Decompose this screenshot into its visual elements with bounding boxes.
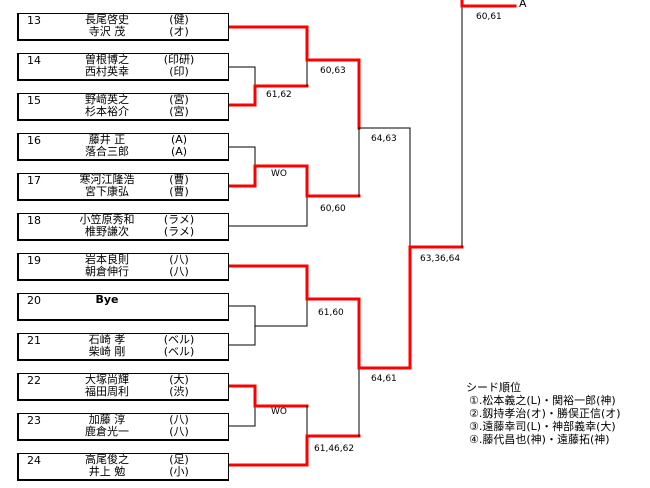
player-affiliation: (渋) (169, 385, 189, 398)
entry-box: 14 曽根博之 (印研) 西村英幸 (印) (17, 53, 229, 81)
player-affiliation: (八) (169, 425, 189, 438)
player-name: 西村英幸 (85, 65, 129, 78)
score-label: 64,61 (371, 374, 397, 384)
entry-box: 13 長尾啓史 (健) 寺沢 茂 (オ) (17, 13, 229, 41)
player-name: 鹿倉光一 (85, 425, 129, 438)
entry-number: 19 (27, 254, 41, 267)
score-label: 60,63 (320, 66, 346, 76)
player-affiliation: (足) (169, 453, 189, 466)
player-name: 高尾俊之 (85, 453, 129, 466)
entry-number: 17 (27, 174, 41, 187)
entry-number: 16 (27, 134, 41, 147)
player-name: 井上 勉 (88, 465, 126, 478)
score-label: 63,36,64 (420, 254, 461, 264)
entry-box: 22 大塚尚輝 (大) 福田周利 (渋) (17, 373, 229, 401)
player-name: Bye (95, 293, 119, 306)
seed-list: シード順位 ①.松本義之(L)・関裕一郎(神) ②.釼持孝治(オ)・勝俣正信(オ… (466, 381, 621, 446)
entry-box: 18 小笠原秀和 (ラメ) 椎野謙次 (ラメ) (17, 213, 229, 241)
player-name: 小笠原秀和 (79, 213, 135, 226)
score-label: 61,62 (266, 90, 292, 100)
player-name: 宮下康弘 (85, 185, 129, 198)
entry-number: 23 (27, 414, 41, 427)
player-name: 曽根博之 (85, 53, 129, 66)
seed-title: シード順位 (466, 381, 521, 394)
player-name: 野﨑英之 (85, 93, 129, 106)
player-affiliation: (ラメ) (163, 225, 195, 238)
entry-number: 18 (27, 214, 41, 227)
seed-item: ②.釼持孝治(オ)・勝俣正信(オ) (469, 407, 621, 420)
score-label: 61,60 (318, 308, 344, 318)
player-affiliation: (曹) (169, 173, 189, 186)
final-label: A (519, 0, 527, 10)
player-name: 長尾啓史 (85, 13, 129, 26)
player-affiliation: (ベル) (163, 333, 195, 346)
entry-box: 23 加藤 淳 (八) 鹿倉光一 (八) (17, 413, 229, 441)
score-label: 60,61 (476, 12, 502, 22)
seed-item: ①.松本義之(L)・関裕一郎(神) (469, 394, 616, 407)
entry-box: 17 寒河江隆浩 (曹) 宮下康弘 (曹) (17, 173, 229, 201)
player-affiliation: (A) (170, 145, 188, 158)
entry-number: 20 (27, 294, 41, 307)
entry-box: 15 野﨑英之 (宮) 杉本裕介 (宮) (17, 93, 229, 121)
seed-item: ③.遠藤幸司(L)・神部義幸(大) (469, 420, 616, 433)
player-name: 落合三郎 (85, 145, 129, 158)
player-affiliation: (印研) (163, 53, 195, 66)
entry-number: 15 (27, 94, 41, 107)
entry-number: 14 (27, 54, 41, 67)
player-name: 岩本良則 (85, 253, 129, 266)
player-name: 寺沢 茂 (88, 25, 126, 38)
player-name: 石崎 孝 (88, 333, 126, 346)
player-affiliation: (健) (169, 13, 189, 26)
player-affiliation: (ラメ) (163, 213, 195, 226)
score-label: 61,46,62 (314, 444, 355, 454)
player-name: 柴崎 剛 (88, 345, 126, 358)
player-affiliation: (ベル) (163, 345, 195, 358)
player-affiliation: (大) (169, 373, 189, 386)
entry-box: 20 Bye (17, 293, 229, 321)
entry-box: 16 藤井 正 (A) 落合三郎 (A) (17, 133, 229, 161)
entry-box: 19 岩本良則 (八) 朝倉伸行 (八) (17, 253, 229, 281)
player-name: 加藤 淳 (88, 413, 126, 426)
entry-number: 22 (27, 374, 41, 387)
player-affiliation: (A) (170, 133, 188, 146)
score-label: WO (271, 407, 287, 417)
entry-number: 24 (27, 454, 41, 467)
player-affiliation: (八) (169, 253, 189, 266)
player-name: 寒河江隆浩 (79, 173, 135, 186)
entry-number: 13 (27, 14, 41, 27)
player-name: 福田周利 (85, 385, 129, 398)
score-label: WO (271, 169, 287, 179)
player-affiliation: (宮) (169, 93, 189, 106)
player-affiliation: (印) (169, 65, 189, 78)
seed-item: ④.藤代昌也(神)・遠藤拓(神) (469, 433, 610, 446)
player-name: 大塚尚輝 (85, 373, 129, 386)
entry-box: 24 高尾俊之 (足) 井上 勉 (小) (17, 453, 229, 481)
player-affiliation: (八) (169, 265, 189, 278)
score-label: 64,63 (371, 134, 397, 144)
player-affiliation: (小) (169, 465, 189, 478)
player-affiliation: (八) (169, 413, 189, 426)
player-name: 藤井 正 (88, 133, 126, 146)
player-name: 椎野謙次 (85, 225, 129, 238)
player-affiliation: (曹) (169, 185, 189, 198)
entry-box: 21 石崎 孝 (ベル) 柴崎 剛 (ベル) (17, 333, 229, 361)
score-label: 60,60 (320, 204, 346, 214)
entry-number: 21 (27, 334, 41, 347)
player-name: 朝倉伸行 (85, 265, 129, 278)
player-affiliation: (オ) (169, 25, 189, 38)
player-affiliation: (宮) (169, 105, 189, 118)
player-name: 杉本裕介 (85, 105, 129, 118)
